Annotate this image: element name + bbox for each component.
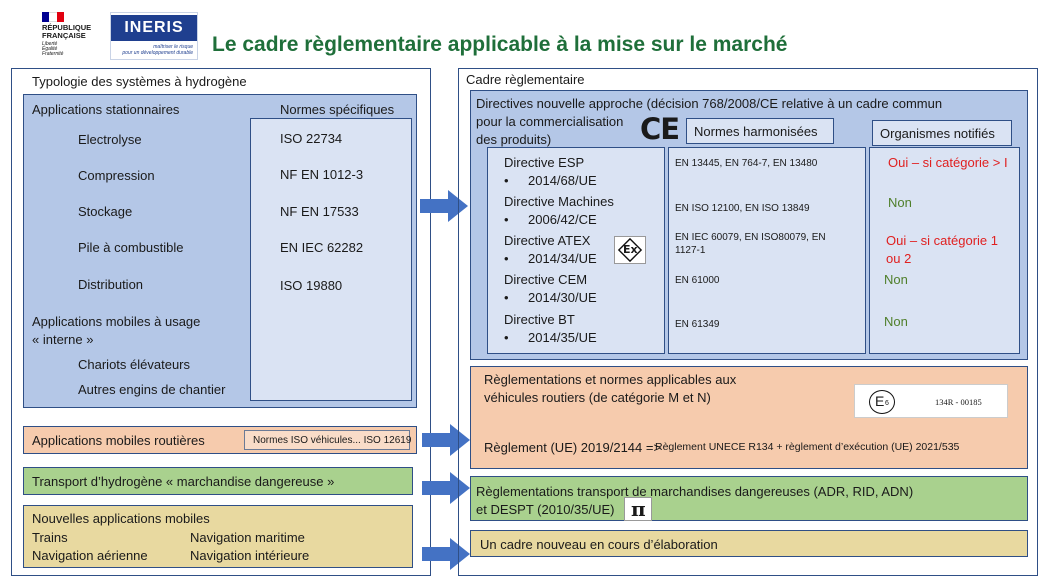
- road-norms-box: [244, 430, 410, 450]
- norms-heading: Normes spécifiques: [280, 102, 395, 117]
- ineris-tagline-2: pour un développement durable: [122, 50, 193, 56]
- directive-notified: Non: [884, 272, 908, 287]
- transport-box: [23, 467, 413, 495]
- vehicle-heading-1: Règlementations et normes applicables au…: [484, 372, 737, 387]
- motto-3: Fraternité: [42, 51, 64, 57]
- bullet: •: [504, 290, 509, 305]
- directive-notified: Non: [884, 314, 908, 329]
- directive-name: Directive Machines: [504, 194, 614, 209]
- directives-heading-3: des produits): [476, 132, 552, 147]
- new-apps-item: Trains: [32, 530, 68, 545]
- page-title: Le cadre règlementaire applicable à la m…: [212, 33, 788, 56]
- new-apps-heading: Nouvelles applications mobiles: [32, 511, 210, 526]
- directives-heading-1: Directives nouvelle approche (décision 7…: [476, 96, 943, 111]
- motto-2: Égalité: [42, 46, 58, 52]
- directive-notified: Oui – si catégorie > I: [888, 155, 1008, 170]
- stationary-item: Distribution: [78, 277, 144, 292]
- new-apps-item: Navigation intérieure: [190, 548, 310, 563]
- ineris-name: INERIS: [111, 15, 197, 41]
- stationary-item: Electrolyse: [78, 132, 142, 147]
- directive-ref: 2014/68/UE: [528, 173, 597, 188]
- directive-ref: 2006/42/CE: [528, 212, 597, 227]
- notified-column: [869, 147, 1020, 354]
- stationary-heading: Applications stationnaires: [32, 102, 180, 117]
- bullet: •: [504, 173, 509, 188]
- motto-1: Liberté: [42, 41, 58, 47]
- directive-standards: EN IEC 60079, EN ISO80079, EN: [675, 232, 826, 243]
- standards-column: [668, 147, 866, 354]
- directive-standards: EN 13445, EN 764-7, EN 13480: [675, 158, 818, 169]
- republique-line2: FRANÇAISE: [42, 31, 86, 40]
- right-heading: Cadre règlementaire: [466, 72, 585, 87]
- directive-standards: EN ISO 12100, EN ISO 13849: [675, 203, 810, 214]
- road-label: Applications mobiles routières: [32, 433, 205, 448]
- directives-heading-2: pour la commercialisation: [476, 114, 624, 129]
- directive-name: Directive CEM: [504, 272, 588, 287]
- harmonized-header: [686, 118, 834, 144]
- stationary-item: Pile à combustible: [78, 240, 184, 255]
- dangerous-goods-box: [470, 476, 1028, 521]
- directive-standards: 1127-1: [675, 245, 706, 256]
- bullet: •: [504, 251, 509, 266]
- mobile-internal-heading-2: « interne »: [32, 332, 94, 347]
- republique-line1: RÉPUBLIQUE: [42, 23, 92, 32]
- directive-notified: Oui – si catégorie 1: [886, 233, 999, 248]
- right-panel: [458, 68, 1038, 576]
- arrow-right-icon: [420, 190, 468, 222]
- new-apps-item: Navigation maritime: [190, 530, 305, 545]
- marianne-flag-icon: [42, 12, 64, 22]
- pi-mark-icon: π: [624, 497, 652, 521]
- stationary-item: Stockage: [78, 204, 133, 219]
- road-norms: Normes ISO véhicules... ISO 12619: [253, 435, 412, 446]
- stationary-item: Compression: [78, 168, 155, 183]
- directive-notified: Non: [888, 195, 912, 210]
- ineris-tagline-1: maîtriser le risque: [153, 44, 193, 50]
- directive-name: Directive ATEX: [504, 233, 591, 248]
- stationary-norm: NF EN 17533: [280, 204, 359, 219]
- new-framework-label: Un cadre nouveau en cours d’élaboration: [480, 537, 718, 552]
- transport-label: Transport d’hydrogène « marchandise dang…: [32, 474, 335, 489]
- dangerous-goods-line-1: Règlementations transport de marchandise…: [476, 484, 914, 499]
- stationary-norm: EN IEC 62282: [280, 240, 364, 255]
- mobile-internal-item: Chariots élévateurs: [78, 357, 190, 372]
- harmonized-heading: Normes harmonisées: [694, 124, 818, 139]
- directive-name: Directive BT: [504, 312, 575, 327]
- new-framework-box: [470, 530, 1028, 557]
- directive-standards: EN 61349: [675, 319, 720, 330]
- stationary-norm: ISO 22734: [280, 131, 343, 146]
- ex-mark-text: Ex: [623, 243, 638, 256]
- new-apps-box: [23, 505, 413, 568]
- e-mark-icon: E 6: [869, 390, 895, 414]
- new-apps-item: Navigation aérienne: [32, 548, 148, 563]
- notified-heading: Organismes notifiés: [880, 126, 995, 141]
- regulation-main: Règlement (UE) 2019/2144 =>: [484, 440, 662, 455]
- mobile-internal-heading-1: Applications mobiles à usage: [32, 314, 201, 329]
- directive-name: Directive ESP: [504, 155, 585, 170]
- ex-mark-icon: Ex: [614, 236, 646, 264]
- bullet: •: [504, 212, 509, 227]
- vehicle-heading-2: véhicules routiers (de catégorie M et N): [484, 390, 711, 405]
- republique-francaise-logo: RÉPUBLIQUE FRANÇAISE Liberté Égalité Fra…: [40, 12, 98, 60]
- directive-ref: 2014/34/UE: [528, 251, 597, 266]
- homologation-number: 134R - 00185: [935, 397, 982, 407]
- directive-ref: 2014/35/UE: [528, 330, 597, 345]
- left-panel: [11, 68, 431, 576]
- ce-mark-icon: CE: [640, 112, 680, 146]
- mobile-internal-item: Autres engins de chantier: [78, 382, 226, 397]
- left-heading: Typologie des systèmes à hydrogène: [32, 74, 247, 89]
- bullet: •: [504, 330, 509, 345]
- notified-header: [872, 120, 1012, 146]
- ineris-logo: INERIS maîtriser le risque pour un dével…: [110, 12, 198, 60]
- stationary-norm: ISO 19880: [280, 278, 343, 293]
- directive-notified: ou 2: [886, 251, 912, 266]
- dangerous-goods-line-2: et DESPT (2010/35/UE): [476, 502, 615, 517]
- stationary-norm: NF EN 1012-3: [280, 167, 364, 182]
- norms-box: [250, 118, 412, 401]
- directive-standards: EN 61000: [675, 275, 720, 286]
- regulation-detail: Règlement UNECE R134 + règlement d’exécu…: [655, 441, 960, 453]
- directive-ref: 2014/30/UE: [528, 290, 597, 305]
- homologation-mark: E 6 134R - 00185: [854, 384, 1008, 418]
